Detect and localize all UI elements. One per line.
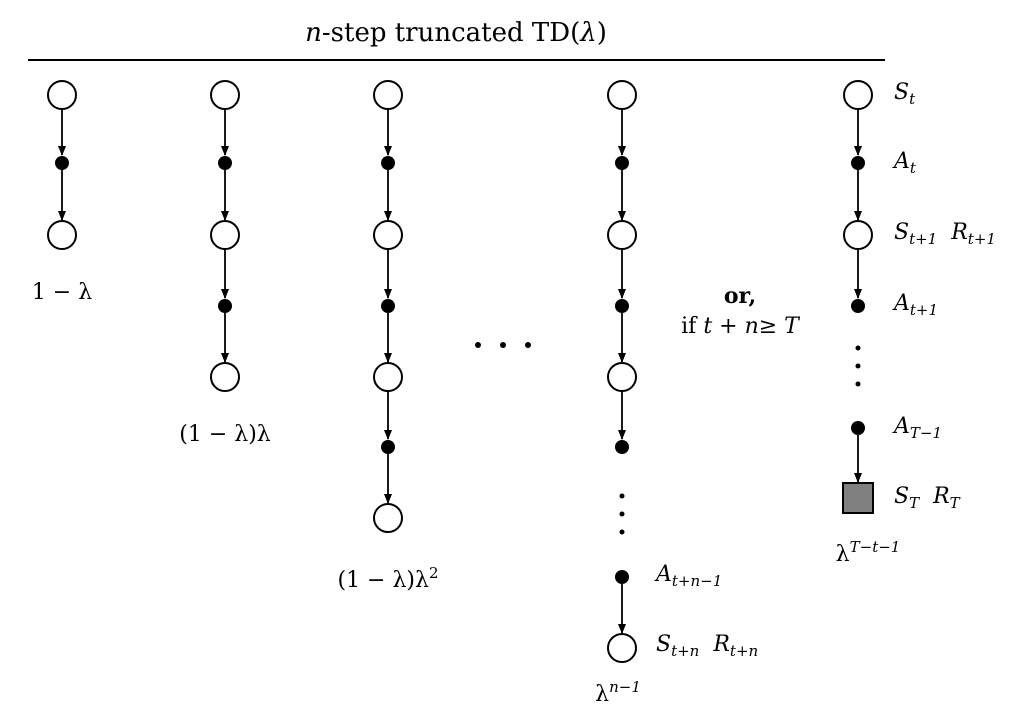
weight-label-n: λn−1	[595, 678, 641, 707]
weight-label-3: (1 − λ)λ2	[337, 564, 439, 593]
label-a-t1: At+1	[894, 291, 939, 319]
label-s-r-t-n: St+n Rt+n	[656, 632, 759, 660]
vertical-ellipsis-dot	[619, 493, 625, 499]
vertical-ellipsis-dot	[619, 529, 625, 535]
state-node	[210, 80, 240, 110]
state-node	[373, 362, 403, 392]
action-node	[851, 299, 865, 313]
label-s-t: St	[894, 80, 916, 108]
vertical-ellipsis-dot	[855, 381, 861, 387]
state-node	[373, 503, 403, 533]
action-node	[218, 299, 232, 313]
action-node	[615, 156, 629, 170]
terminal-state-node	[842, 482, 874, 514]
action-node	[615, 440, 629, 454]
action-node	[55, 156, 69, 170]
action-node	[851, 156, 865, 170]
state-node	[843, 220, 873, 250]
label-a-t-n-1: At+n−1	[656, 562, 723, 590]
horizontal-ellipsis-dot	[500, 342, 506, 348]
vertical-ellipsis-dot	[855, 345, 861, 351]
state-node	[607, 362, 637, 392]
action-node	[851, 421, 865, 435]
action-node	[218, 156, 232, 170]
state-node	[210, 220, 240, 250]
label-a-t: At	[894, 149, 916, 177]
action-node	[615, 299, 629, 313]
vertical-ellipsis-dot	[619, 511, 625, 517]
vertical-ellipsis-dot	[855, 363, 861, 369]
action-node	[381, 440, 395, 454]
state-node	[607, 220, 637, 250]
action-node	[381, 299, 395, 313]
state-node	[607, 633, 637, 663]
state-node	[607, 80, 637, 110]
weight-label-terminal: λT−t−1	[835, 538, 901, 567]
state-node	[47, 220, 77, 250]
state-node	[210, 362, 240, 392]
state-node	[373, 80, 403, 110]
state-node	[373, 220, 403, 250]
horizontal-ellipsis-dot	[525, 342, 531, 348]
condition-or: or,	[723, 283, 757, 309]
diagram-title: n-step truncated TD(λ)	[305, 18, 607, 48]
weight-label-2: (1 − λ)λ	[179, 422, 271, 447]
state-node	[47, 80, 77, 110]
state-node	[843, 80, 873, 110]
action-node	[381, 156, 395, 170]
action-node	[615, 570, 629, 584]
weight-label-1: 1 − λ	[31, 280, 93, 305]
label-s-r-T: ST RT	[894, 484, 960, 512]
label-s-r-t1: St+1 Rt+1	[894, 220, 996, 248]
label-a-T-1: AT−1	[894, 414, 943, 442]
condition-expression: if t + n≥ T	[681, 314, 799, 339]
horizontal-ellipsis-dot	[475, 342, 481, 348]
